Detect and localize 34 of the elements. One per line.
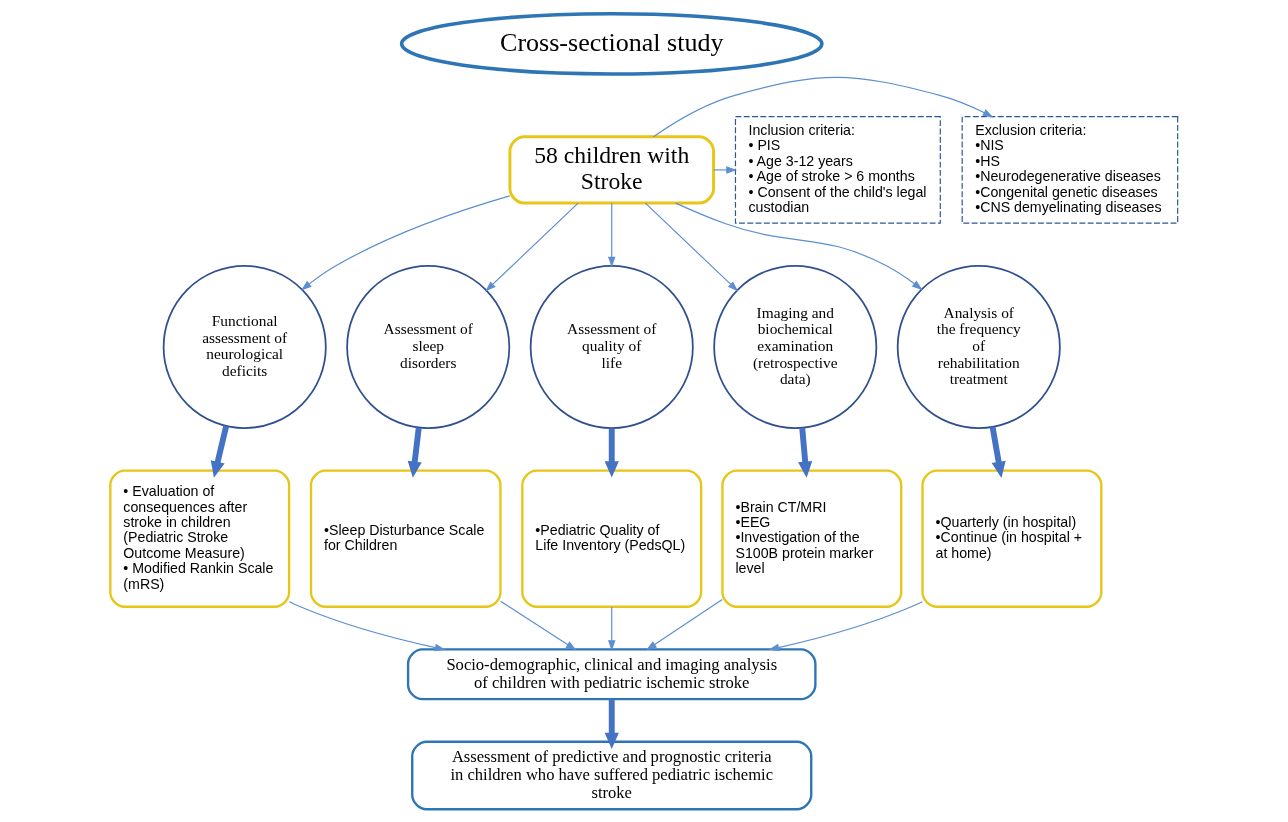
node-box: • Evaluation of consequences after stroke in children (Pediatric Stroke Outcome Measure) • Modified Rankin Scale (mRS) (109, 468, 291, 608)
node-box: Socio-demographic, clinical and imaging analysis of children with pediatric ischemic stroke (406, 647, 817, 700)
node-box: Exclusion criteria: •NIS •HS •Neurodegenerative diseases •Congenital genetic diseases •CNS demyelinating diseases (961, 115, 1179, 224)
node-box: •Sleep Disturbance Scale for Children (309, 468, 502, 608)
arrow (604, 427, 619, 478)
arrow (652, 76, 994, 137)
node-box: •Pediatric Quality of Life Inventory (PedsQL) (521, 468, 703, 608)
arrow (713, 165, 737, 174)
node-ellipse: Cross-sectional study (399, 11, 824, 76)
node-box: •Brain CT/MRI •EEG •Investigation of the S100B protein marker level (721, 468, 903, 608)
node-circle: Imaging and biochemical examination (retrospective data) (713, 264, 878, 429)
arrow (675, 202, 923, 290)
node-box: Assessment of predictive and prognostic criteria in children who have suffered pediatric ischemic stroke (411, 740, 813, 810)
arrow (301, 194, 511, 290)
node-box: 58 children with Stroke (508, 134, 716, 205)
arrow (485, 202, 579, 291)
node-circle: Analysis of the frequency of rehabilitation treatment (896, 264, 1061, 429)
node-box: •Quarterly (in hospital) •Continue (in hospital + at home) (921, 468, 1103, 608)
arrow (608, 202, 616, 267)
arrow (288, 600, 446, 651)
arrow (989, 426, 1006, 478)
node-circle: Assessment of sleep disorders (346, 264, 511, 429)
node-box: Inclusion criteria: • PIS • Age 3-12 years • Age of stroke > 6 months • Consent of the child's legal custodian (734, 115, 941, 224)
arrow (407, 427, 422, 478)
arrow (646, 598, 723, 650)
arrow (210, 425, 229, 478)
arrow (768, 600, 923, 651)
node-circle: Functional assessment of neurological deficits (162, 264, 327, 429)
arrow (644, 202, 739, 291)
arrow (798, 427, 813, 478)
arrow (604, 698, 619, 749)
arrow (500, 600, 577, 650)
arrow (608, 605, 616, 651)
node-circle: Assessment of quality of life (529, 264, 694, 429)
